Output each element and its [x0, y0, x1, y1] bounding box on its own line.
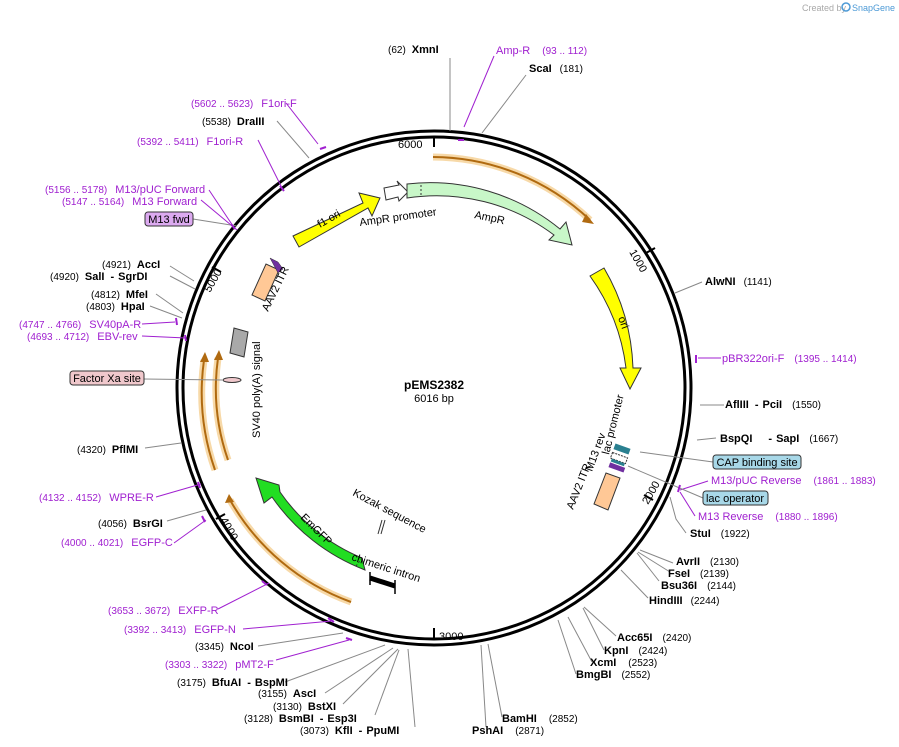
primer-pmt2-f[interactable]: (3303 .. 3322)pMT2-F [165, 659, 274, 671]
primer-wpre-r[interactable]: (4132 .. 4152)WPRE-R [39, 492, 154, 504]
feature-ori[interactable]: ori [589, 267, 642, 391]
primer-m13-puc-reverse[interactable]: M13/pUC Reverse(1861 .. 1883) [711, 475, 876, 487]
feature-box-lac-operator[interactable]: lac operator [702, 490, 769, 506]
branding-prefix: Created by [802, 3, 847, 13]
primer-f1ori-r[interactable]: (5392 .. 5411)F1ori-R [137, 136, 243, 148]
enzyme-alwni[interactable]: AlwNI(1141) [705, 276, 772, 288]
enzyme-asci[interactable]: (3155)AscI [258, 688, 316, 700]
feature-box-leaders [143, 218, 714, 499]
enzyme-aflIII-pcii[interactable]: AflIII-PciI(1550) [725, 399, 821, 411]
enzyme-acc65i[interactable]: Acc65I(2420) [617, 632, 691, 644]
primer-m13-reverse[interactable]: M13 Reverse(1880 .. 1896) [698, 511, 838, 523]
tick-label-3000: 3000 [439, 631, 463, 643]
plasmid-size: 6016 bp [414, 393, 454, 405]
enzyme-scai[interactable]: ScaI(181) [529, 63, 583, 75]
orf-tracks [198, 153, 594, 606]
tick-label-6000: 6000 [398, 139, 422, 151]
primer-exfp-r[interactable]: (3653 .. 3672)EXFP-R [108, 605, 219, 617]
feature-box-factor-xa[interactable]: Factor Xa site [69, 370, 145, 386]
enzyme-bfuai-bspmi[interactable]: (3175)BfuAI-BspMI [177, 677, 288, 689]
enzyme-xmni[interactable]: (62)XmnI [388, 44, 439, 56]
enzyme-bamhi[interactable]: BamHI(2852) [502, 713, 578, 725]
primer-pbr322ori-f[interactable]: pBR322ori-F(1395 .. 1414) [722, 353, 857, 365]
primer-amp-r[interactable]: Amp-R(93 .. 112) [496, 45, 587, 57]
enzyme-bsrgi[interactable]: (4056)BsrGI [98, 518, 163, 530]
feature-box-m13-fwd-label: M13 fwd [148, 214, 190, 226]
enzyme-pflmi[interactable]: (4320)PflMI [77, 444, 138, 456]
enzyme-hpai[interactable]: (4803)HpaI [86, 301, 145, 313]
branding-app[interactable]: SnapGene [852, 3, 895, 13]
primer-egfp-c[interactable]: (4000 .. 4021)EGFP-C [61, 537, 173, 549]
enzyme-pshai[interactable]: PshAI(2871) [472, 725, 544, 737]
enzyme-bsu36i[interactable]: Bsu36I(2144) [661, 580, 736, 592]
primer-ebv-rev[interactable]: (4693 .. 4712)EBV-rev [27, 331, 138, 343]
feature-aav2-itr-left[interactable]: AAV2 ITR [251, 257, 292, 313]
feature-box-cap-site-label: CAP binding site [716, 457, 797, 469]
feature-ampr-label: AmpR [473, 209, 505, 227]
feature-sv40-polya[interactable]: SV40 poly(A) signal [229, 327, 263, 438]
feature-lac-elements[interactable]: M13 rev lac promoter [584, 393, 631, 473]
tick-marks [211, 137, 656, 638]
enzyme-acci[interactable]: (4921)AccI [102, 259, 160, 271]
feature-kozak[interactable]: Kozak sequence [351, 487, 428, 536]
feature-ori-label: ori [615, 315, 630, 331]
enzyme-leaders [144, 58, 724, 728]
feature-box-cap-site[interactable]: CAP binding site [712, 454, 802, 470]
enzyme-hindiii[interactable]: HindIII(2244) [649, 595, 720, 607]
primer-f1ori-f[interactable]: (5602 .. 5623)F1ori-F [191, 98, 297, 110]
enzyme-fsei[interactable]: FseI(2139) [668, 568, 729, 580]
enzyme-bspqi-sapi[interactable]: BspQI-SapI(1667) [720, 433, 838, 445]
enzyme-bsmbi-esp3i[interactable]: (3128)BsmBI-Esp3I [244, 713, 357, 725]
primer-m13-puc-forward[interactable]: (5156 .. 5178)M13/pUC Forward [45, 184, 205, 196]
feature-kozak-label: Kozak sequence [351, 487, 428, 536]
feature-factor-xa-mark [222, 377, 242, 383]
enzyme-stui[interactable]: StuI(1922) [690, 528, 750, 540]
primer-egfp-n[interactable]: (3392 .. 3413)EGFP-N [124, 624, 236, 636]
enzyme-sali-sgrdi[interactable]: (4920)SalI-SgrDI [50, 271, 148, 283]
feature-sv40-polya-label: SV40 poly(A) signal [251, 341, 263, 438]
feature-chimeric-intron[interactable]: chimeric intron [350, 551, 422, 594]
enzyme-kfli-ppumi[interactable]: (3073)KflI-PpuMI [300, 725, 399, 737]
enzyme-bmgbi[interactable]: BmgBI(2552) [576, 669, 650, 681]
enzyme-mfei[interactable]: (4812)MfeI [91, 289, 148, 301]
enzyme-kpni[interactable]: KpnI(2424) [604, 645, 667, 657]
snapgene-logo-icon [841, 2, 851, 12]
primer-sv40pa-r[interactable]: (4747 .. 4766)SV40pA-R [19, 319, 141, 331]
feature-box-lac-operator-label: lac operator [706, 493, 764, 505]
primer-leaders [141, 55, 721, 661]
feature-box-m13-fwd[interactable]: M13 fwd [144, 211, 194, 227]
enzyme-ncoi[interactable]: (3345)NcoI [195, 641, 254, 653]
primer-m13-forward[interactable]: (5147 .. 5164)M13 Forward [62, 196, 197, 208]
tick-label-2000: 2000 [640, 479, 663, 506]
enzyme-draiii[interactable]: (5538)DraIII [202, 116, 264, 128]
primer-marks [175, 139, 697, 641]
plasmid-name: pEMS2382 [404, 378, 464, 392]
enzyme-xcmi[interactable]: XcmI(2523) [590, 657, 657, 669]
feature-box-factor-xa-label: Factor Xa site [73, 373, 141, 385]
enzyme-avrii[interactable]: AvrII(2130) [676, 556, 739, 568]
enzyme-bstxi[interactable]: (3130)BstXI [273, 701, 336, 713]
